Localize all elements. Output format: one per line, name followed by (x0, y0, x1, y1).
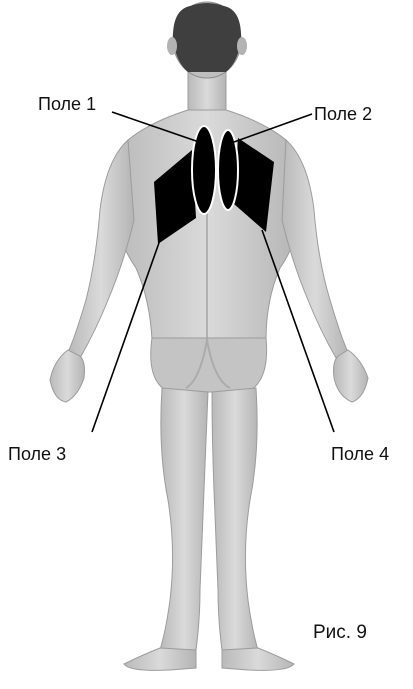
field-4-label: Поле 4 (331, 444, 389, 464)
field-3-label: Поле 3 (8, 444, 66, 464)
field-1-label: Поле 1 (38, 94, 96, 114)
figure-caption: Рис. 9 (313, 623, 367, 643)
field-2-label: Поле 2 (314, 104, 372, 124)
head (167, 2, 247, 78)
